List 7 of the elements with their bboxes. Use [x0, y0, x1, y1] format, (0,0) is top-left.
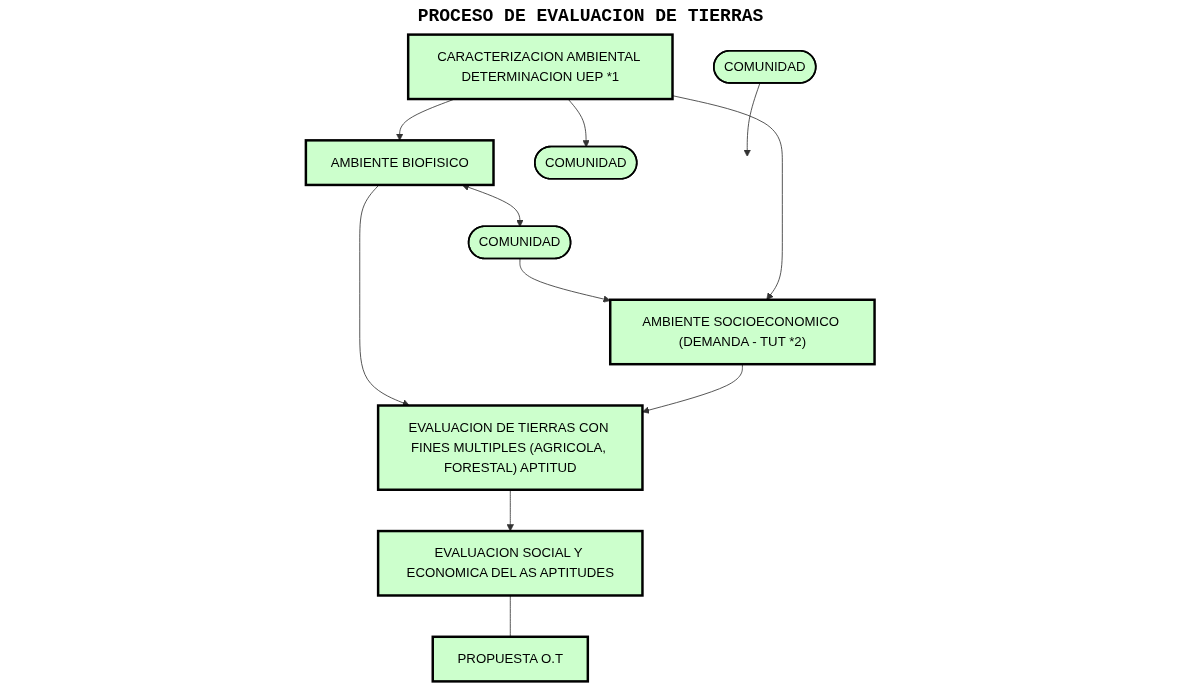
- node-box: AMBIENTE BIOFISICO: [304, 139, 496, 187]
- node-box: AMBIENTE SOCIOECONOMICO (DEMANDA - TUT *2): [609, 298, 877, 366]
- node-box: PROPUESTA O.T: [431, 635, 590, 683]
- node-box: EVALUACION SOCIAL Y ECONOMICA DEL AS APTITUDES: [377, 529, 644, 597]
- node-box: CARACTERIZACION AMBIENTAL DETERMINACION UEP *1: [407, 33, 675, 101]
- diagram-title: PROCESO DE EVALUACION DE TIERRAS: [416, 5, 765, 28]
- node-box: EVALUACION DE TIERRAS CON FINES MULTIPLES (AGRICOLA, FORESTAL) APTITUD: [377, 404, 644, 491]
